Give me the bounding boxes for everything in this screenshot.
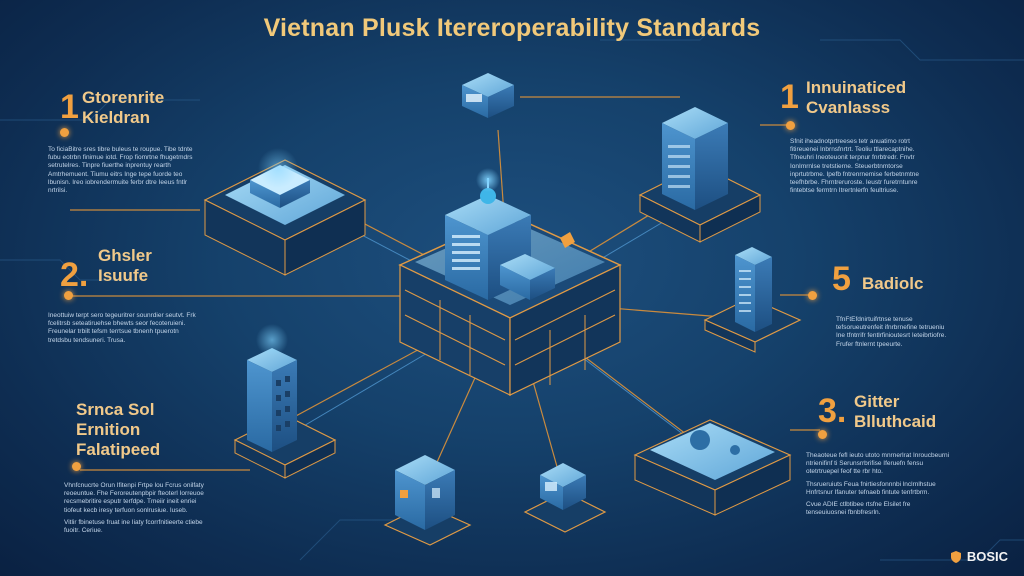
heading-line: Falatipeed: [76, 440, 161, 459]
section-1-heading: Gtorenrite Kieldran: [82, 88, 164, 128]
section-4-number: 1: [780, 78, 799, 116]
central-hub: [398, 168, 622, 396]
heading-line: Isuufe: [98, 266, 149, 285]
bullet-dot: [808, 291, 817, 300]
section-2-number: 2.: [60, 256, 89, 294]
paragraph: To ficiaBitre sres tibre buleus te roupu…: [48, 146, 193, 195]
page-title: Vietnan Plusk Itereroperability Standard…: [263, 14, 761, 42]
shield-icon: [950, 550, 961, 563]
heading-line: Kieldran: [82, 108, 151, 127]
circuit-background: [0, 19, 1024, 561]
server-platform-left: [203, 148, 367, 276]
heading-line: Cvanlasss: [806, 98, 891, 117]
network-platform-right: [633, 419, 792, 516]
office-tower-left: [233, 324, 337, 479]
section-2-heading: Ghsler Isuufe: [98, 246, 152, 286]
section-1-body: To ficiaBitre sres tibre buleus te roupu…: [48, 146, 198, 199]
paragraph: Vitlir fbinetuse fruat ine Iiaty fcorrfn…: [64, 518, 203, 535]
section-4-heading: Innuinaticed Cvanlasss: [806, 78, 906, 118]
data-node-top: [462, 73, 514, 118]
section-5-body: TfnFtEfdnirtuifrtnse tenuse tefsorueutre…: [836, 316, 951, 353]
paragraph: Theaoteue fefl ieuto utoto mnrnerlrat In…: [806, 452, 950, 476]
section-6-number: 3.: [818, 392, 847, 430]
bullet-dot: [786, 121, 795, 130]
section-1-number: 1: [60, 88, 79, 126]
heading-line: Ghsler: [98, 246, 152, 265]
bullet-dot: [72, 462, 81, 471]
paragraph: Cvue ADIE ctlbtibee rtsfne Elsilet fre t…: [806, 501, 911, 517]
data-node-bottom: [523, 463, 607, 533]
section-3-body: Vhnfcnucrte Orun Ifitenpi Frtpe lou Fcru…: [64, 482, 204, 539]
bullet-dot: [60, 128, 69, 137]
section-4-body: Sfnit iheadnotprtreeses tetr anuatimo ro…: [790, 138, 930, 199]
section-5-number: 5: [832, 260, 851, 298]
logo-text: BOSIC: [966, 549, 1008, 564]
heading-line: Srnca Sol: [76, 400, 155, 419]
section-5-heading: Badiolc: [862, 274, 923, 294]
bullet-dot: [818, 430, 827, 439]
heading-line: Gtorenrite: [82, 88, 165, 107]
server-rack-right: [703, 247, 802, 353]
paragraph: Thsrueruiuts Feua fnirtiesfonnnbi lnclrn…: [806, 480, 936, 496]
brand-logo: BOSIC: [949, 549, 1008, 564]
paragraph: Ineottuiw terpt sero tegeuritrer sounrdi…: [48, 312, 196, 344]
paragraph: Sfnit iheadnotprtreeses tetr anuatimo ro…: [790, 138, 919, 195]
heading-line: Ernition: [76, 420, 141, 439]
section-2-body: Ineottuiw terpt sero tegeuritrer sounrdi…: [48, 312, 198, 349]
heading-line: Badiolc: [862, 274, 924, 293]
bullet-dot: [64, 291, 73, 300]
section-3-heading: Srnca Sol Ernition Falatipeed: [76, 400, 160, 460]
heading-line: Innuinaticed: [806, 78, 907, 97]
heading-line: Gitter: [854, 392, 900, 411]
workstation-house: [383, 455, 472, 546]
office-tower-right: [638, 107, 762, 243]
section-6-heading: Gitter Blluthcaid: [854, 392, 936, 432]
section-6-body: Theaoteue fefl ieuto utoto mnrnerlrat In…: [806, 452, 951, 521]
paragraph: TfnFtEfdnirtuifrtnse tenuse tefsorueutre…: [836, 316, 947, 348]
heading-line: Blluthcaid: [854, 412, 937, 431]
paragraph: Vhnfcnucrte Orun Ifitenpi Frtpe lou Fcru…: [64, 482, 204, 514]
